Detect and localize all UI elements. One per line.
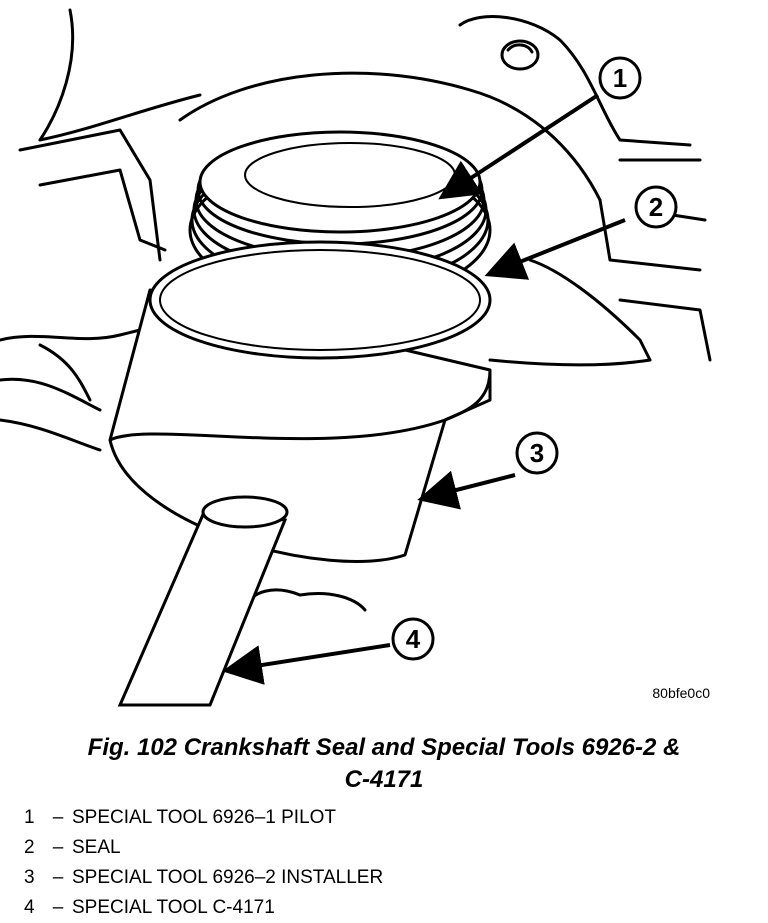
leader-2 bbox=[484, 218, 626, 280]
callout-3-label: 3 bbox=[530, 438, 544, 468]
legend-dash: – bbox=[52, 867, 64, 888]
callout-1-label: 1 bbox=[613, 63, 627, 93]
legend-text: SPECIAL TOOL 6926–2 INSTALLER bbox=[72, 867, 384, 888]
figure-legend: 1–SPECIAL TOOL 6926–1 PILOT 2–SEAL 3–SPE… bbox=[24, 803, 383, 923]
leader-4 bbox=[222, 643, 391, 685]
crankshaft-seal-illustration: 1 2 3 4 80bfe0c0 bbox=[0, 8, 712, 707]
leader-3 bbox=[417, 470, 516, 510]
legend-item: 4–SPECIAL TOOL C-4171 bbox=[24, 893, 383, 923]
callout-bubbles: 1 2 3 4 bbox=[391, 56, 678, 661]
callout-4-label: 4 bbox=[406, 624, 421, 654]
callout-4: 4 bbox=[391, 617, 435, 661]
callout-1: 1 bbox=[598, 56, 642, 100]
legend-item: 1–SPECIAL TOOL 6926–1 PILOT bbox=[24, 803, 383, 833]
legend-number: 4 bbox=[24, 897, 35, 918]
driver-handle-drawing bbox=[117, 495, 289, 707]
callout-2: 2 bbox=[634, 185, 678, 229]
callout-leaders bbox=[222, 93, 626, 685]
figure-code: 80bfe0c0 bbox=[652, 685, 710, 701]
legend-number: 3 bbox=[24, 867, 35, 888]
callout-3: 3 bbox=[515, 431, 559, 475]
figure-caption: Fig. 102 Crankshaft Seal and Special Too… bbox=[0, 732, 768, 796]
legend-item: 2–SEAL bbox=[24, 833, 383, 863]
legend-dash: – bbox=[52, 837, 64, 858]
legend-dash: – bbox=[52, 807, 64, 828]
legend-text: SPECIAL TOOL 6926–1 PILOT bbox=[72, 807, 337, 828]
callout-2-label: 2 bbox=[649, 192, 663, 222]
caption-line-2: C-4171 bbox=[344, 766, 424, 793]
legend-dash: – bbox=[52, 897, 64, 918]
legend-text: SEAL bbox=[72, 837, 121, 858]
caption-line-1: Fig. 102 Crankshaft Seal and Special Too… bbox=[87, 734, 681, 761]
legend-item: 3–SPECIAL TOOL 6926–2 INSTALLER bbox=[24, 863, 383, 893]
legend-number: 2 bbox=[24, 837, 35, 858]
leader-1 bbox=[438, 93, 600, 200]
installer-tool-drawing bbox=[108, 240, 492, 563]
legend-number: 1 bbox=[24, 807, 35, 828]
legend-text: SPECIAL TOOL C-4171 bbox=[72, 897, 275, 918]
